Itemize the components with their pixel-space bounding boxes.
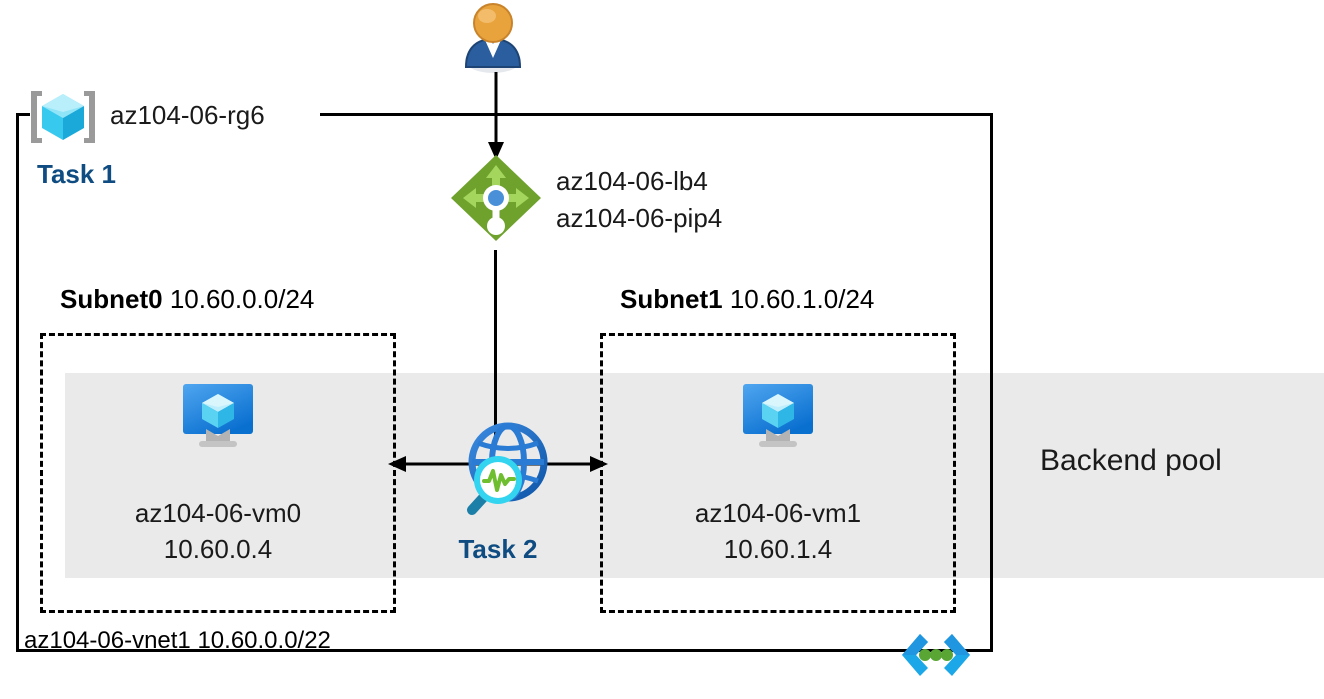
- task-2-label: Task 2: [458, 534, 538, 564]
- vm-0-name: az104-06-vm0: [134, 498, 302, 528]
- backend-pool-label: Backend pool: [1040, 444, 1222, 477]
- connector-user-to-load-balancer: [484, 72, 508, 160]
- subnet-0-cidr: 10.60.0.0/24: [169, 284, 315, 314]
- backend-pool-band: [65, 373, 1324, 578]
- vnet-label: az104-06-vnet1 10.60.0.0/22: [24, 627, 331, 654]
- vm-1-name: az104-06-vm1: [694, 498, 862, 528]
- virtual-machine-icon: [179, 381, 257, 455]
- subnet-1-name: Subnet1: [620, 284, 723, 314]
- subnet-0-label: Subnet0 10.60.0.0/24: [60, 284, 314, 315]
- resource-group-icon: [28, 88, 98, 146]
- vm-1-ip: 10.60.1.4: [723, 534, 833, 564]
- resource-group-name: az104-06-rg6: [110, 100, 265, 130]
- vm-0-ip: 10.60.0.4: [163, 534, 273, 564]
- user-icon: [461, 2, 525, 74]
- virtual-network-icon: [896, 632, 976, 678]
- resource-group-boundary: [16, 113, 993, 652]
- public-ip-name: az104-06-pip4: [556, 203, 723, 233]
- network-watcher-icon: [450, 418, 558, 524]
- connector-load-balancer-to-backend: [494, 250, 497, 450]
- subnet-0-boundary: [40, 333, 396, 613]
- resource-group-border-gap: [30, 104, 320, 124]
- task-1-label: Task 1: [37, 159, 117, 189]
- subnet-1-cidr: 10.60.1.0/24: [729, 284, 875, 314]
- virtual-machine-icon: [739, 381, 817, 455]
- load-balancer-name: az104-06-lb4: [556, 166, 708, 196]
- subnet-1-boundary: [600, 333, 956, 613]
- subnet-1-label: Subnet1 10.60.1.0/24: [620, 284, 874, 315]
- subnet-0-name: Subnet0: [60, 284, 163, 314]
- load-balancer-icon: [447, 153, 545, 253]
